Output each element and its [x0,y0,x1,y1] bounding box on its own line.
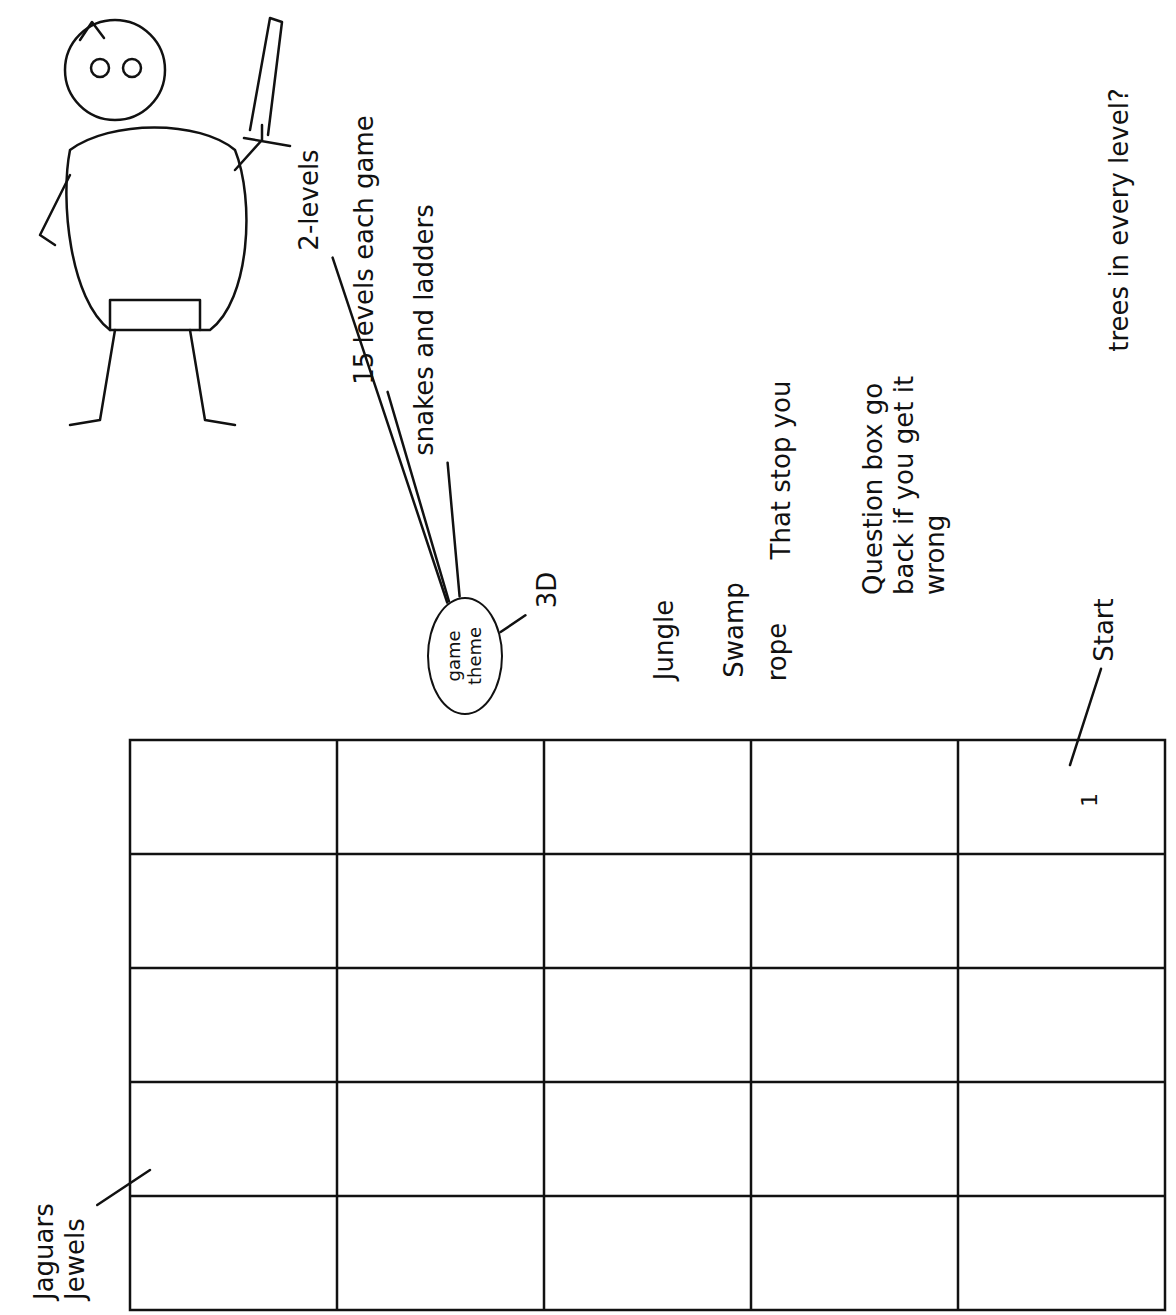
theme-oval: game theme [427,597,503,715]
handwritten-note: That stop you [766,381,797,560]
handwritten-note: 1 [1077,793,1103,807]
theme-label: game theme [444,621,485,691]
handwritten-note: 2-levels [294,149,325,250]
handwritten-note: 3D [532,572,563,609]
handwritten-note: Swamp [719,582,750,678]
game-board-grid [130,740,1165,1310]
leader-line [448,463,460,597]
handwritten-note: snakes and ladders [409,204,440,455]
handwritten-note: rope [762,623,793,682]
handwritten-note: Start [1089,598,1120,662]
leader-lines [97,258,1101,1205]
handwritten-note: 15 levels each game [349,115,380,385]
leader-line [501,615,526,632]
hero-figure [40,18,290,425]
leader-line [97,1170,150,1205]
handwritten-note: Jaguars Jewels [29,1150,91,1300]
handwritten-note: Jungle [649,600,680,680]
leader-line [1070,669,1101,765]
handwritten-note: trees in every level? [1104,88,1135,351]
handwritten-note: Question box go back if you get it wrong [858,365,952,595]
